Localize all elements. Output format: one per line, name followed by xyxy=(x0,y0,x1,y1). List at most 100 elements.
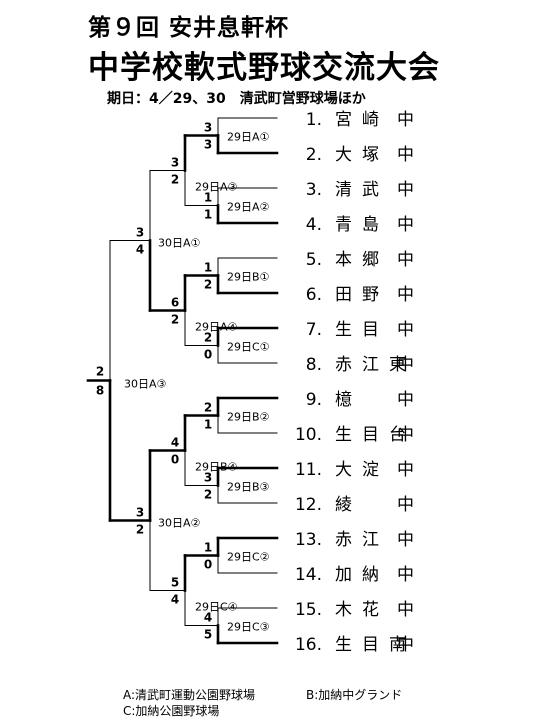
r1-match-score-top: 2 xyxy=(204,401,212,415)
r2-match-score-top: 5 xyxy=(171,576,179,590)
legend-venue-a: A:清武町運動公園野球場 xyxy=(123,688,256,702)
team-name-char: 生 xyxy=(335,425,352,445)
r1-match-score-top: 1 xyxy=(204,541,212,555)
team-name-char: 赤 xyxy=(335,530,352,550)
team-number: 12. xyxy=(295,495,322,515)
team-name-char: 納 xyxy=(362,565,379,585)
team-number: 7. xyxy=(306,320,322,340)
r1-match-score-top: 2 xyxy=(204,331,212,345)
title-line1: 第９回 安井息軒杯 xyxy=(88,15,290,41)
final-game-label: 30日A③ xyxy=(124,378,167,391)
team-number: 2. xyxy=(306,145,322,165)
team-number: 11. xyxy=(295,460,322,480)
team-name-suffix: 中 xyxy=(397,215,414,235)
team-number: 9. xyxy=(306,390,322,410)
r3-match-score-top: 3 xyxy=(136,506,144,520)
team-name-char: 淀 xyxy=(362,460,379,480)
r1-match-score-bottom: 2 xyxy=(204,488,212,502)
team-name-suffix: 中 xyxy=(397,110,414,130)
r3-match-game-label: 30日A① xyxy=(158,237,201,250)
r2-match-score-top: 4 xyxy=(171,436,179,450)
team-name-char: 清 xyxy=(335,180,352,200)
r1-match-score-bottom: 5 xyxy=(204,628,212,642)
r1-match-score-bottom: 1 xyxy=(204,418,212,432)
team-name-suffix: 中 xyxy=(397,250,414,270)
team-name-char: 檍 xyxy=(335,390,352,410)
r1-match-score-top: 1 xyxy=(204,261,212,275)
team-name-char: 生 xyxy=(335,320,352,340)
final-score-bottom: 8 xyxy=(96,384,104,398)
team-name-char: 台 xyxy=(389,425,406,445)
team-name-char: 崎 xyxy=(362,110,379,130)
team-name-char: 東 xyxy=(389,355,406,375)
team-name-char: 目 xyxy=(362,425,379,445)
team-name-char: 郷 xyxy=(362,250,379,270)
team-name-char: 木 xyxy=(335,600,352,620)
team-name-char: 武 xyxy=(362,180,379,200)
team-number: 16. xyxy=(295,635,322,655)
r3-match-game-label: 30日A② xyxy=(158,517,201,530)
team-name-char: 青 xyxy=(335,215,352,235)
legend-venue-c: C:加納公園野球場 xyxy=(123,704,220,718)
team-name-char: 宮 xyxy=(335,110,352,130)
team-number: 1. xyxy=(306,110,322,130)
r2-match-score-bottom: 2 xyxy=(171,313,179,327)
team-name-char: 花 xyxy=(362,600,379,620)
team-name-char: 本 xyxy=(335,250,352,270)
r2-match-score-bottom: 0 xyxy=(171,453,179,467)
r3-match-score-bottom: 4 xyxy=(136,243,144,257)
team-name-suffix: 中 xyxy=(397,530,414,550)
team-name-suffix: 中 xyxy=(397,495,414,515)
r2-match-game-label: 29日C④ xyxy=(195,601,238,614)
team-name-char: 目 xyxy=(362,635,379,655)
team-name-char: 赤 xyxy=(335,355,352,375)
r1-match-score-bottom: 1 xyxy=(204,208,212,222)
team-name-suffix: 中 xyxy=(397,285,414,305)
r1-match-score-top: 3 xyxy=(204,121,212,135)
title-line2: 中学校軟式野球交流大会 xyxy=(88,50,440,86)
team-number: 13. xyxy=(295,530,322,550)
r1-match-score-bottom: 3 xyxy=(204,138,212,152)
team-name-char: 江 xyxy=(362,530,379,550)
team-name-suffix: 中 xyxy=(397,600,414,620)
team-name-char: 南 xyxy=(389,635,406,655)
team-name-char: 野 xyxy=(362,285,379,305)
r2-match-game-label: 29日A③ xyxy=(195,181,238,194)
team-name-suffix: 中 xyxy=(397,145,414,165)
team-name-suffix: 中 xyxy=(397,460,414,480)
r1-match-game-label: 29日B③ xyxy=(227,481,270,494)
r1-match-score-bottom: 0 xyxy=(204,558,212,572)
r1-match-game-label: 29日B② xyxy=(227,411,270,424)
legend-venue-b: B:加納中グランド xyxy=(306,688,403,702)
r1-match-game-label: 29日A① xyxy=(227,131,270,144)
team-name-char: 綾 xyxy=(335,495,352,515)
team-number: 6. xyxy=(306,285,322,305)
team-name-char: 大 xyxy=(335,460,352,480)
team-number: 15. xyxy=(295,600,322,620)
r1-match-game-label: 29日A② xyxy=(227,201,270,214)
team-name-char: 田 xyxy=(335,285,352,305)
team-name-char: 江 xyxy=(362,355,379,375)
r2-match-game-label: 29日A④ xyxy=(195,321,238,334)
schedule-info: 期日：4／29、30 清武町営野球場ほか xyxy=(107,91,366,107)
r1-match-score-bottom: 2 xyxy=(204,278,212,292)
team-name-suffix: 中 xyxy=(397,355,414,375)
team-name-char: 塚 xyxy=(362,145,379,165)
team-number: 14. xyxy=(295,565,322,585)
team-name-suffix: 中 xyxy=(397,635,414,655)
team-number: 8. xyxy=(306,355,322,375)
r2-match-score-top: 6 xyxy=(171,296,179,310)
team-name-char: 加 xyxy=(335,565,352,585)
team-name-char: 島 xyxy=(362,215,379,235)
team-name-char: 生 xyxy=(335,635,352,655)
r1-match-score-top: 3 xyxy=(204,471,212,485)
r3-match-score-top: 3 xyxy=(136,226,144,240)
r1-match-score-bottom: 0 xyxy=(204,348,212,362)
team-name-suffix: 中 xyxy=(397,320,414,340)
team-name-suffix: 中 xyxy=(397,180,414,200)
r1-match-score-top: 4 xyxy=(204,611,212,625)
r1-match-game-label: 29日C② xyxy=(227,551,270,564)
r1-match-score-top: 1 xyxy=(204,191,212,205)
r2-match-score-bottom: 4 xyxy=(171,593,179,607)
